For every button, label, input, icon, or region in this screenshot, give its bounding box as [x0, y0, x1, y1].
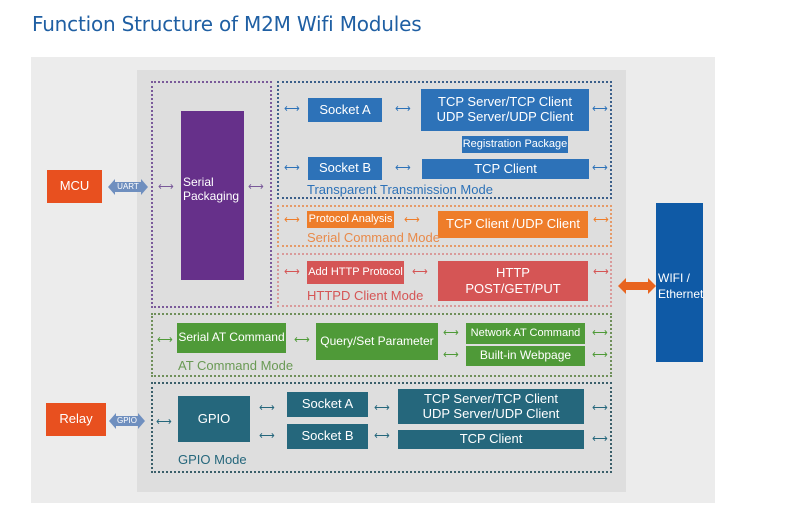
query-set-parameter-block: Query/Set Parameter	[316, 323, 438, 360]
socket-a-block: Socket A	[308, 98, 382, 122]
arrow-icon: ⟷	[395, 103, 411, 115]
gpio-block: GPIO	[178, 396, 250, 442]
http-line1: HTTP	[496, 265, 530, 280]
arrow-icon: ⟷	[156, 416, 172, 428]
add-http-protocol-block: Add HTTP Protocol	[307, 261, 404, 284]
gpio-servers-line2: UDP Server/UDP Client	[422, 406, 560, 421]
gpio-tcp-client-block: TCP Client	[398, 430, 584, 449]
arrow-icon: ⟷	[374, 402, 390, 414]
wifi-ethernet-label: WIFI / Ethernet	[658, 271, 704, 302]
page-title: Function Structure of M2M Wifi Modules	[32, 12, 422, 36]
wifi-ethernet-block	[656, 203, 703, 362]
arrow-icon: ⟷	[284, 266, 300, 278]
arrow-icon: ⟷	[592, 349, 608, 361]
arrow-icon: ⟷	[284, 214, 300, 226]
servers-line1: TCP Server/TCP Client	[438, 94, 572, 109]
serial-packaging-block	[181, 111, 244, 280]
gpio-double-arrow-icon	[109, 413, 145, 429]
arrow-icon: ⟷	[443, 327, 459, 339]
arrow-icon: ⟷	[592, 103, 608, 115]
serial-packaging-region	[151, 81, 272, 308]
httpd-mode-label: HTTPD Client Mode	[307, 288, 424, 303]
uart-double-arrow-icon	[108, 179, 148, 195]
registration-package-block: Registration Package	[462, 136, 568, 153]
gpio-mode-region	[151, 382, 612, 473]
arrow-icon: ⟷	[592, 402, 608, 414]
arrow-icon: ⟷	[248, 181, 264, 193]
httpd-mode-region	[277, 253, 612, 307]
arrow-icon: ⟷	[395, 162, 411, 174]
serial-at-command-block: Serial AT Command	[177, 323, 286, 353]
arrow-icon: ⟷	[284, 103, 300, 115]
arrow-icon: ⟷	[284, 162, 300, 174]
transparent-mode-label: Transparent Transmission Mode	[307, 182, 493, 197]
arrow-icon: ⟷	[259, 430, 275, 442]
arrow-icon: ⟷	[592, 162, 608, 174]
servers-line2: UDP Server/UDP Client	[436, 109, 574, 124]
arrow-icon: ⟷	[404, 214, 420, 226]
arrow-icon: ⟷	[592, 433, 608, 445]
gpio-servers-block	[398, 389, 584, 424]
mcu-block: MCU	[47, 170, 102, 203]
tcp-client-block: TCP Client	[422, 159, 589, 179]
at-command-mode-label: AT Command Mode	[178, 358, 294, 373]
transparent-servers-block	[421, 89, 589, 131]
serial-command-mode-label: Serial Command Mode	[307, 230, 440, 245]
arrow-icon: ⟷	[412, 266, 428, 278]
transparent-mode-region	[277, 81, 612, 199]
gpio-mode-label: GPIO Mode	[178, 452, 247, 467]
tcp-udp-client-block: TCP Client /UDP Client	[438, 211, 588, 238]
uart-label: UART	[117, 182, 139, 191]
gpio-socket-a-block: Socket A	[287, 392, 368, 417]
serial-packaging-label: Serial Packaging	[183, 175, 240, 203]
arrow-icon: ⟷	[374, 430, 390, 442]
arrow-icon: ⟷	[443, 349, 459, 361]
arrow-icon: ⟷	[157, 334, 173, 346]
network-at-command-block: Network AT Command	[466, 323, 585, 344]
arrow-icon: ⟷	[158, 181, 174, 193]
gpio-label: GPIO	[116, 416, 137, 425]
at-command-mode-region	[151, 313, 612, 377]
serial-command-mode-region	[277, 205, 612, 247]
arrow-icon: ⟷	[294, 334, 310, 346]
arrow-icon: ⟷	[593, 266, 609, 278]
arrow-icon: ⟷	[593, 214, 609, 226]
gpio-servers-line1: TCP Server/TCP Client	[424, 391, 558, 406]
built-in-webpage-block: Built-in Webpage	[466, 346, 585, 366]
http-methods-block	[438, 261, 588, 301]
http-line2: POST/GET/PUT	[465, 281, 561, 296]
relay-block: Relay	[46, 403, 106, 436]
wifi-double-arrow-icon	[618, 278, 656, 294]
arrow-icon: ⟷	[259, 402, 275, 414]
arrow-icon: ⟷	[592, 327, 608, 339]
socket-b-block: Socket B	[308, 157, 382, 180]
gpio-socket-b-block: Socket B	[287, 424, 368, 449]
protocol-analysis-block: Protocol Analysis	[307, 211, 394, 228]
